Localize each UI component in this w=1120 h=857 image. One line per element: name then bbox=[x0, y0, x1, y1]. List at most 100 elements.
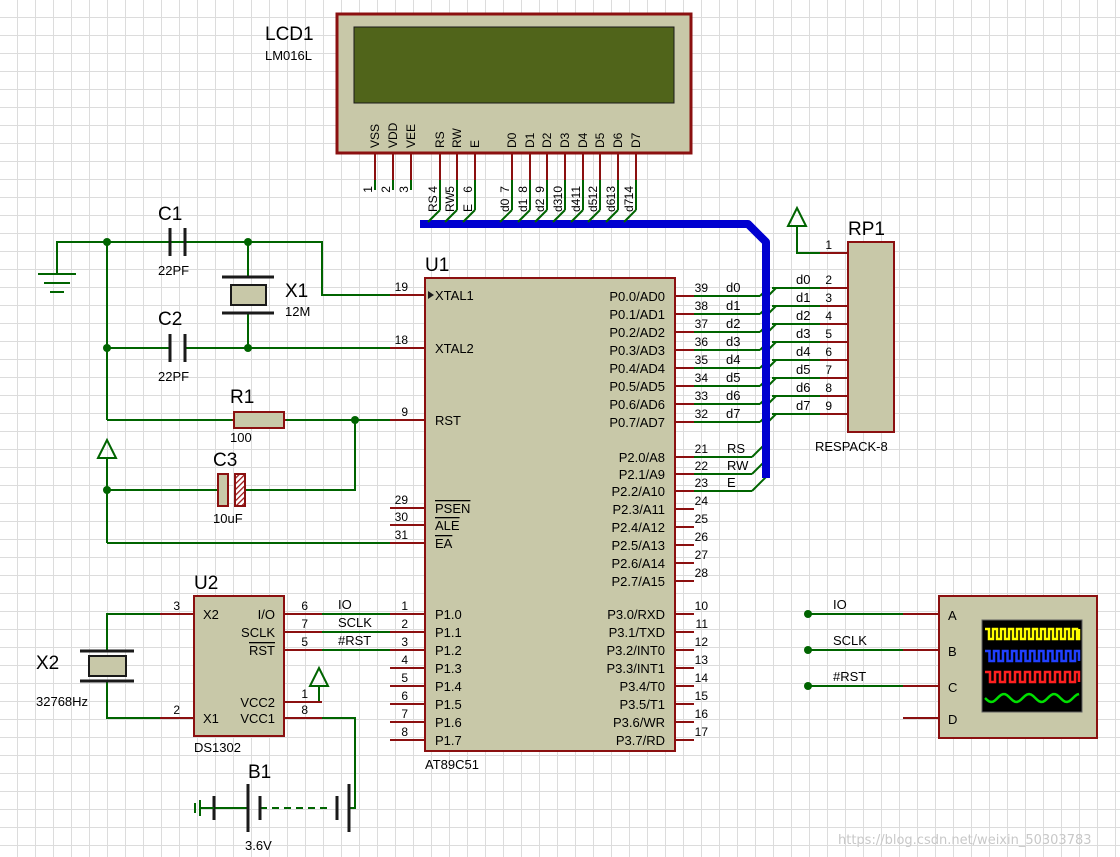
u2-pin-number: 7 bbox=[301, 617, 308, 631]
mcu-pin-number: 6 bbox=[401, 689, 408, 703]
watermark: https://blog.csdn.net/weixin_50303783 bbox=[838, 833, 1092, 848]
mcu-pin-number: 28 bbox=[695, 566, 709, 580]
rp1-net-label: d3 bbox=[796, 326, 810, 341]
p0-net-label: d7 bbox=[726, 406, 740, 421]
u2-pin-number: 8 bbox=[301, 703, 308, 717]
mcu-pin-number: 14 bbox=[695, 671, 709, 685]
mcu-pin-name: P3.3/INT1 bbox=[606, 661, 665, 676]
lcd-pin-number: 1 bbox=[361, 186, 375, 193]
mcu-pin-name: P1.3 bbox=[435, 661, 462, 676]
lcd-pin-number: 9 bbox=[533, 186, 547, 193]
rp1-pin-number: 6 bbox=[825, 345, 832, 359]
lcd-pin-name: VDD bbox=[386, 122, 400, 148]
mcu-pin-number: 7 bbox=[401, 707, 408, 721]
mcu-pin-name: P0.5/AD5 bbox=[609, 379, 665, 394]
mcu-pin-number: 17 bbox=[695, 725, 709, 739]
scope-channel-label: A bbox=[948, 608, 957, 623]
lcd-pin-name: VSS bbox=[368, 124, 382, 148]
x2-value: 32768Hz bbox=[36, 694, 88, 709]
b1-value: 3.6V bbox=[245, 838, 272, 853]
x1-value: 12M bbox=[285, 304, 310, 319]
mcu-pin-number: 22 bbox=[695, 459, 709, 473]
scope-trace bbox=[985, 670, 1081, 684]
mcu-pin-name: XTAL2 bbox=[435, 341, 474, 356]
x2-ref: X2 bbox=[36, 653, 59, 674]
lcd-pin-number: 7 bbox=[498, 186, 512, 193]
lcd-pin-number: 11 bbox=[569, 186, 583, 199]
p0-net-label: d0 bbox=[726, 280, 740, 295]
u2-pin-number: 1 bbox=[301, 687, 308, 701]
scope-net-label: SCLK bbox=[833, 633, 867, 648]
mcu-pin-number: 27 bbox=[695, 548, 709, 562]
respack-body bbox=[847, 241, 895, 433]
mcu-pin-number: 29 bbox=[395, 493, 409, 507]
mcu-pin-name: EA bbox=[435, 536, 453, 551]
rp1-pin-number: 3 bbox=[825, 291, 832, 305]
lcd-pin-number: 10 bbox=[551, 186, 565, 200]
rp1-pin-number: 1 bbox=[825, 238, 832, 252]
wires bbox=[56, 226, 903, 809]
u2-pin-number: 2 bbox=[173, 703, 180, 717]
c1-value: 22PF bbox=[158, 263, 189, 278]
lcd-pin-number: 13 bbox=[604, 186, 618, 200]
mcu-pin-name: P0.3/AD3 bbox=[609, 343, 665, 358]
p0-net-label: d2 bbox=[726, 316, 740, 331]
scope-trace bbox=[985, 649, 1081, 663]
scope-net-label: #RST bbox=[833, 669, 866, 684]
mcu-pin-name: P1.2 bbox=[435, 643, 462, 658]
rp1-pin-number: 8 bbox=[825, 381, 832, 395]
mcu-pin-name: P0.1/AD1 bbox=[609, 307, 665, 322]
p0-net-label: d6 bbox=[726, 388, 740, 403]
mcu-left-pins: 19XTAL118XTAL29RST29PSEN30ALE31EA1P1.02P… bbox=[390, 280, 474, 748]
rp1-net-label: d5 bbox=[796, 362, 810, 377]
lcd-net-label: d2 bbox=[533, 198, 547, 212]
rp1-net-label: d1 bbox=[796, 290, 810, 305]
mcu-pin-number: 34 bbox=[695, 371, 709, 385]
mcu-pin-number: 36 bbox=[695, 335, 709, 349]
mcu-pin-name: P1.6 bbox=[435, 715, 462, 730]
capacitor-c3 bbox=[217, 473, 246, 507]
lcd-pin-number: 5 bbox=[443, 186, 457, 193]
mcu-pin-number: 23 bbox=[695, 476, 709, 490]
scope-trace bbox=[985, 627, 1081, 641]
u2-pin-name: VCC2 bbox=[240, 695, 275, 710]
mcu-pin-number: 11 bbox=[696, 617, 709, 631]
mcu-pin-number: 26 bbox=[695, 530, 709, 544]
mcu-pin-number: 1 bbox=[401, 599, 408, 613]
x1-ref: X1 bbox=[285, 281, 308, 302]
mcu-pin-number: 25 bbox=[695, 512, 709, 526]
rp1-net-label: d0 bbox=[796, 272, 810, 287]
lcd-net-label: d6 bbox=[604, 198, 618, 212]
lcd-pin-number: 4 bbox=[426, 186, 440, 193]
lcd-value: LM016L bbox=[265, 48, 312, 63]
u2-net-label: IO bbox=[338, 597, 352, 612]
mcu-pin-name: P3.5/T1 bbox=[619, 697, 665, 712]
mcu-pin-name: P2.2/A10 bbox=[612, 484, 666, 499]
lcd-pin-name: D4 bbox=[576, 132, 590, 148]
u2-pin-name: VCC1 bbox=[240, 711, 275, 726]
mcu-pin-number: 8 bbox=[401, 725, 408, 739]
mcu-pin-name: P0.7/AD7 bbox=[609, 415, 665, 430]
lcd-pin-name: RS bbox=[433, 131, 447, 148]
lcd-bus-entries bbox=[427, 180, 637, 223]
lcd-pin-number: 2 bbox=[379, 186, 393, 193]
lcd-pin-name: E bbox=[468, 140, 482, 148]
rtc-body bbox=[193, 595, 285, 737]
lcd-pin-number: 14 bbox=[622, 186, 636, 200]
rp1-ref: RP1 bbox=[848, 219, 885, 240]
clock-arrow-icon bbox=[428, 291, 434, 299]
data-bus bbox=[420, 220, 770, 478]
lcd-net-label: RW bbox=[443, 192, 457, 212]
lcd-pin-name: D7 bbox=[629, 132, 643, 148]
r1-value: 100 bbox=[230, 430, 252, 445]
mcu-ref: U1 bbox=[425, 255, 449, 276]
rp1-net-label: d7 bbox=[796, 398, 810, 413]
mcu-pin-number: 33 bbox=[695, 389, 709, 403]
mcu-pin-number: 5 bbox=[401, 671, 408, 685]
rp1-value: RESPACK-8 bbox=[815, 439, 888, 454]
